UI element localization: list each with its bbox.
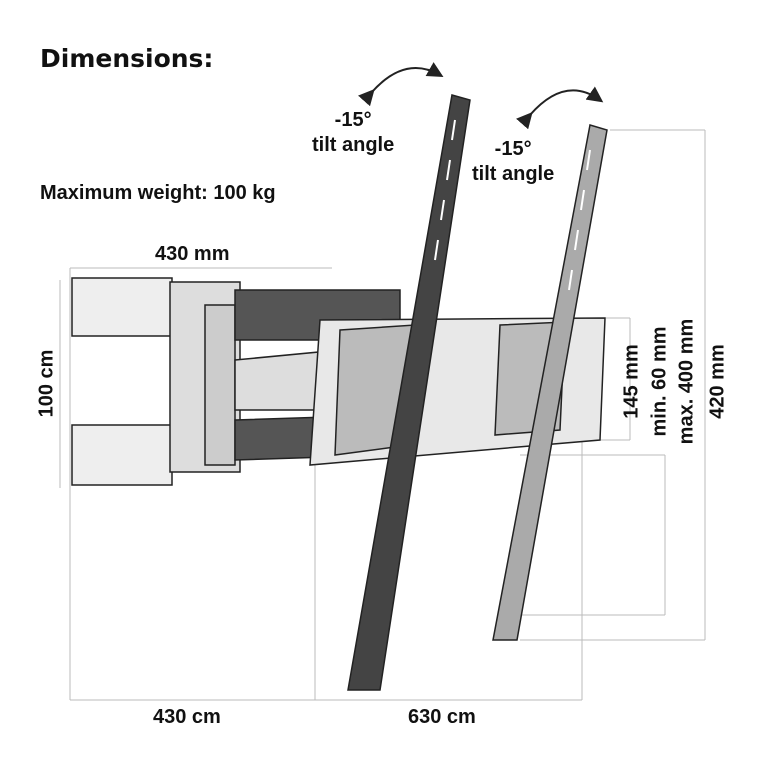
dim-max-vesa: max. 400 mm — [675, 318, 698, 445]
tilt-text: tilt angle — [312, 134, 395, 156]
tilt-arrow-right — [516, 86, 604, 130]
dim-bottom-left: 430 cm — [153, 706, 221, 728]
dim-rail-spacing: 145 mm — [620, 344, 643, 419]
tilt-angle: -15° — [494, 138, 532, 160]
rail-holes — [434, 119, 591, 291]
tilt-text: tilt angle — [472, 163, 555, 185]
wall-plate — [71, 277, 241, 486]
dim-min-vesa: min. 60 mm — [648, 326, 671, 437]
tilt-arrow-left — [358, 62, 444, 107]
tilt-label-right: -15° tilt angle — [472, 137, 554, 187]
dim-arm-width: 430 mm — [155, 243, 230, 265]
tv-rails — [347, 94, 608, 691]
tilt-angle: -15° — [334, 109, 372, 131]
dim-rail-height: 420 mm — [706, 344, 729, 419]
max-weight-label: Maximum weight: 100 kg — [40, 182, 276, 204]
tilt-label-left: -15° tilt angle — [312, 108, 394, 158]
diagram-title: Dimensions: — [40, 44, 214, 73]
dim-bottom-right: 630 cm — [408, 706, 476, 728]
dim-wall-plate-height: 100 cm — [35, 349, 58, 418]
